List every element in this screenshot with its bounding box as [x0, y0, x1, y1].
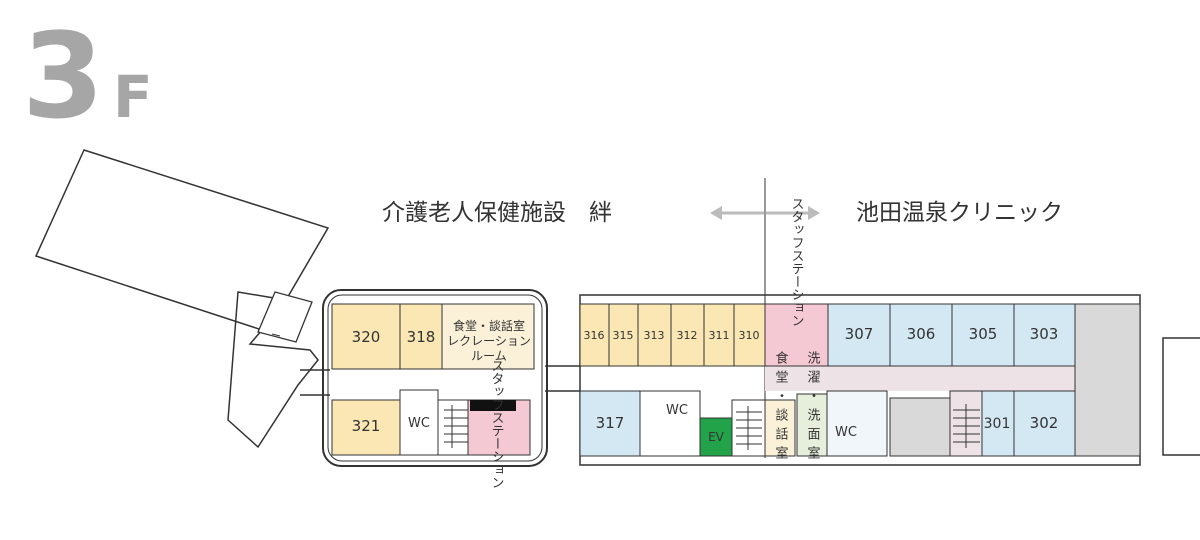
svg-text:316: 316 — [584, 329, 605, 342]
utility-area — [1074, 303, 1141, 457]
room-310 — [733, 303, 766, 367]
svg-text:306: 306 — [907, 325, 936, 343]
dining-lounge-recreation-room — [441, 303, 535, 370]
staff-station-middle-label: スタッフステーション — [489, 359, 504, 489]
facility-name-left: 介護老人保健施設 絆 — [382, 200, 612, 226]
left-wing-building — [34, 149, 330, 449]
utility-room-lower — [889, 397, 951, 457]
svg-text:WC: WC — [835, 425, 857, 440]
svg-text:311: 311 — [709, 329, 730, 342]
svg-text:301: 301 — [984, 416, 1011, 432]
svg-text:318: 318 — [407, 328, 436, 346]
svg-text:305: 305 — [969, 325, 998, 343]
staff-station-clinic — [764, 303, 829, 367]
svg-text:EV: EV — [708, 430, 725, 444]
room-302 — [1013, 390, 1076, 457]
clinic-corridor — [765, 366, 1075, 391]
elevator — [699, 417, 733, 457]
svg-text:303: 303 — [1030, 325, 1059, 343]
svg-text:312: 312 — [677, 329, 698, 342]
svg-text:WC: WC — [666, 403, 688, 418]
middle-block-outline — [322, 289, 548, 467]
laundry-washroom-label: 洗濯・洗面室 — [805, 351, 821, 465]
svg-text:レクレーション: レクレーション — [447, 334, 531, 348]
wc-clinic — [826, 390, 888, 457]
room-317 — [579, 390, 641, 457]
staff-station-clinic-label: スタッフステーション — [789, 197, 804, 327]
svg-text:ルーム: ルーム — [471, 349, 507, 363]
svg-text:307: 307 — [845, 325, 874, 343]
room-321 — [331, 399, 401, 456]
stairs-east — [731, 399, 766, 457]
svg-text:320: 320 — [352, 328, 381, 346]
room-313 — [637, 303, 672, 367]
svg-text:食堂・談話室: 食堂・談話室 — [453, 318, 525, 333]
room-303 — [1013, 303, 1076, 367]
room-301 — [981, 390, 1015, 457]
dining-lounge-clinic-label: 食堂・談話室 — [773, 350, 789, 465]
room-311 — [703, 303, 735, 367]
floor-suffix: F — [113, 63, 153, 131]
svg-text:302: 302 — [1030, 414, 1059, 432]
room-306 — [889, 303, 953, 367]
svg-text:321: 321 — [352, 417, 381, 435]
adjacent-building — [1162, 337, 1200, 456]
floor-number: 3 — [22, 7, 104, 145]
dining-lounge-clinic — [764, 399, 796, 457]
svg-text:310: 310 — [739, 329, 760, 342]
svg-text:WC: WC — [408, 416, 430, 431]
svg-text:315: 315 — [613, 329, 634, 342]
svg-text:317: 317 — [596, 414, 625, 432]
stairs-middle — [437, 399, 469, 456]
stairs-clinic — [953, 404, 980, 448]
room-307 — [827, 303, 891, 367]
wc-resident — [639, 390, 701, 457]
facility-name-right: 池田温泉クリニック — [856, 200, 1063, 226]
svg-text:313: 313 — [644, 329, 665, 342]
room-316 — [579, 303, 610, 367]
